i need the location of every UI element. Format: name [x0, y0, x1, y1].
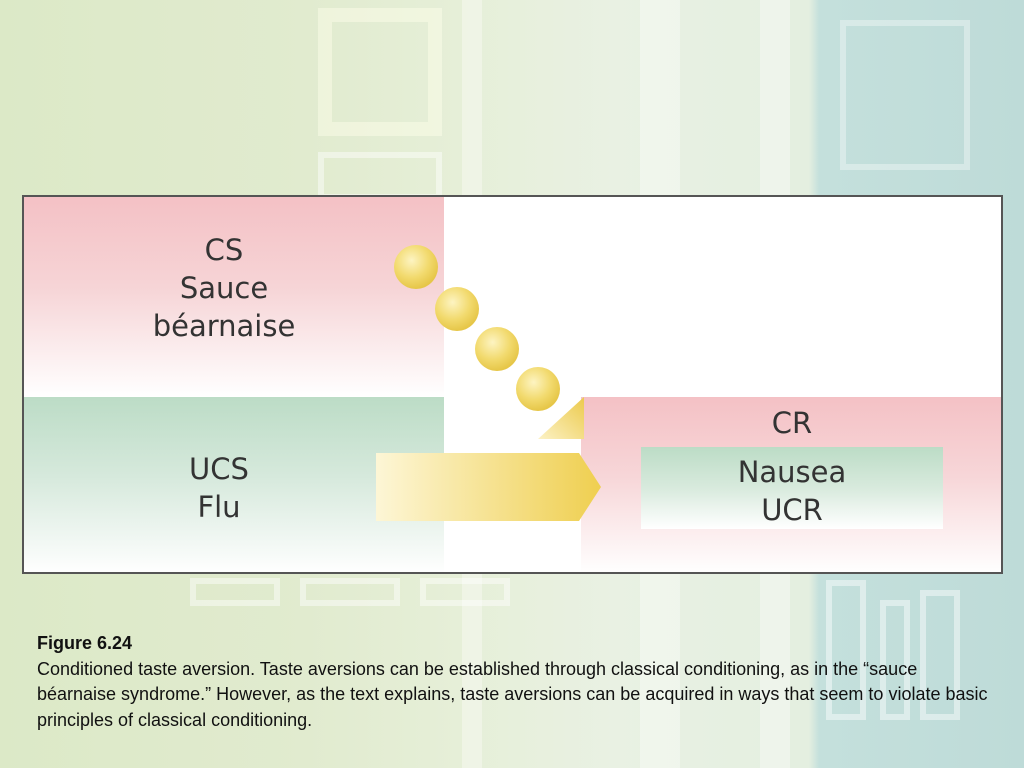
figure-caption: Figure 6.24 Conditioned taste aversion. … — [37, 631, 997, 733]
background-square — [880, 600, 910, 720]
ucs-to-ucr-arrow — [376, 453, 601, 521]
cs-panel — [24, 197, 444, 397]
background-square — [920, 590, 960, 720]
conditioning-diagram: CS Sauce béarnaise UCS Flu CR Nausea UCR — [22, 195, 1003, 574]
path-dot — [394, 245, 438, 289]
background-square — [420, 578, 510, 606]
ucr-box — [641, 447, 943, 529]
background-square — [318, 8, 442, 136]
background-square — [826, 580, 866, 720]
ucr-label: Nausea UCR — [737, 455, 847, 527]
caption-title: Figure 6.24 — [37, 633, 133, 653]
background-square — [840, 20, 970, 170]
path-dot — [516, 367, 560, 411]
ucs-panel — [24, 397, 444, 572]
background-square — [190, 578, 280, 606]
path-dot — [435, 287, 479, 331]
diagonal-arrowhead — [538, 397, 584, 439]
cr-label: CR — [771, 406, 813, 440]
caption-text: Conditioned taste aversion. Taste aversi… — [37, 658, 988, 730]
background-square — [300, 578, 400, 606]
path-dot — [475, 327, 519, 371]
background-square — [318, 152, 442, 200]
ucs-label: UCS Flu — [189, 452, 249, 524]
diagram-shapes — [376, 245, 601, 521]
cs-label: CS Sauce béarnaise — [152, 233, 296, 343]
